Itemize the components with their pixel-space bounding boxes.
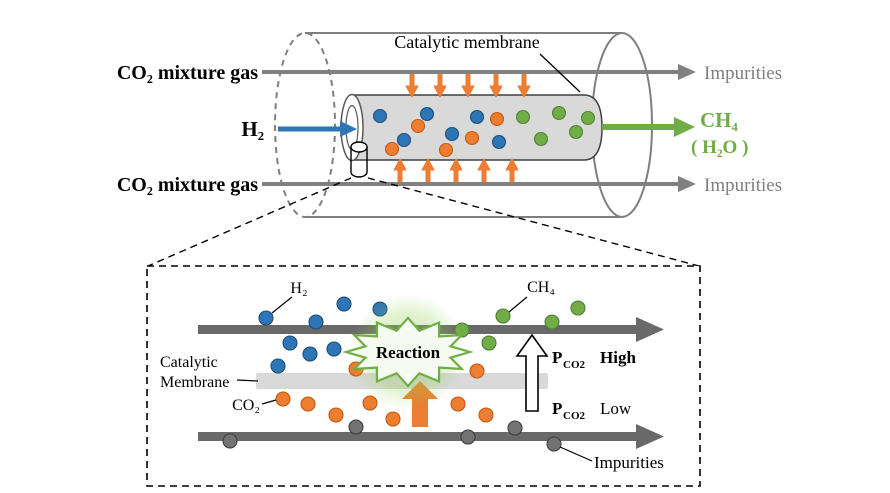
reaction-starburst-icon (342, 316, 474, 388)
permeation-arrows-top (405, 74, 531, 99)
orange-down-arrow-icon (461, 74, 475, 99)
product-arrow (602, 117, 695, 137)
inset-ch4-label: CH₄ (527, 279, 555, 296)
pressure-low-label: Low (600, 399, 632, 418)
ch4-molecule-dot (544, 314, 560, 330)
product-label: CH₄ (700, 108, 739, 132)
permeation-arrows-bottom (393, 157, 519, 182)
membrane-bar-pointer-line (236, 379, 259, 382)
co2-molecule-dot (275, 391, 291, 407)
co2-molecule-dot (362, 395, 378, 411)
orange-up-arrow-icon (477, 157, 491, 182)
h2-molecule-dot (326, 341, 342, 357)
bottom-outlet-label: Impurities (704, 175, 782, 196)
h2-molecule-dot (444, 126, 460, 142)
orange-down-arrow-icon (489, 74, 503, 99)
h2-molecule-dot (270, 358, 286, 374)
top-inlet-label: CO₂ mixture gas (117, 62, 258, 84)
orange-up-arrow-icon (393, 157, 407, 182)
inset-membrane-label-line2: Membrane (160, 374, 229, 391)
h2-feed-arrowhead-icon (340, 121, 357, 137)
orange-down-arrow-icon (405, 74, 419, 99)
orange-up-arrow-icon (421, 157, 435, 182)
h2-molecule-dot (491, 134, 507, 150)
co2-molecule-dot (450, 396, 466, 412)
co2-molecule-dot (410, 118, 426, 134)
ch4-molecule-dot (495, 308, 511, 324)
ch4-molecule-dot (481, 335, 497, 351)
co2-molecule-dot (300, 396, 316, 412)
ch4-molecule-dot (580, 110, 596, 126)
co2-molecule-dot (328, 407, 344, 423)
h2-molecule-dot (336, 296, 352, 312)
h2-molecule-dot (302, 346, 318, 362)
orange-down-arrow-icon (517, 74, 531, 99)
h2-molecule-dot (372, 108, 388, 124)
co2-molecule-dot (489, 111, 505, 127)
co2-molecule-dot (469, 363, 485, 379)
bottom-impurities-flow-arrow (262, 176, 696, 192)
ch4-molecule-dot (533, 131, 549, 147)
ch4-molecule-dot (570, 300, 586, 316)
co2-molecule-dot (438, 142, 454, 158)
impurity-molecule-dot (507, 420, 523, 436)
bottom-inlet-label: CO₂ mixture gas (117, 174, 258, 196)
h2-molecule-dot (396, 132, 412, 148)
co2-molecule-dot (464, 130, 480, 146)
co2-molecule-dot (384, 141, 400, 157)
zoom-connector-right (367, 177, 700, 267)
pressure-symbol-high: P (552, 348, 562, 367)
zoom-source-marker (350, 141, 368, 178)
inset-h2-label: H₂ (290, 280, 307, 297)
bottom-flow-arrowhead-icon (678, 176, 696, 192)
pressure-subscript-high: CO2 (563, 359, 586, 371)
h2-molecule-dot (258, 310, 274, 326)
orange-down-arrow-icon (433, 74, 447, 99)
orange-up-arrow-icon (505, 157, 519, 182)
top-outlet-label: Impurities (704, 63, 782, 84)
ch4-pointer-line (508, 296, 528, 313)
ch4-molecule-dot (515, 109, 531, 125)
reaction-label: Reaction (376, 343, 441, 362)
membrane-label: Catalytic membrane (394, 32, 539, 52)
shell-left-ellipse (274, 32, 336, 218)
top-flow-arrowhead-icon (678, 64, 696, 80)
top-impurities-flow-arrow (262, 64, 696, 80)
zoom-connector-left (147, 177, 352, 267)
pressure-subscript-low: CO2 (563, 410, 586, 422)
orange-up-arrow-icon (449, 157, 463, 182)
impurities-pointer-line (559, 446, 593, 462)
ch4-molecule-dot (551, 105, 567, 121)
product-arrowhead-icon (674, 117, 695, 137)
pressure-high-label: High (600, 348, 636, 367)
membrane-pointer-line (539, 53, 581, 93)
h2-molecule-dot (419, 106, 435, 122)
impurity-molecule-dot (460, 429, 476, 445)
h2-molecule-dot (308, 314, 324, 330)
co2-molecule-dot (478, 407, 494, 423)
pressure-gradient-arrow-icon (515, 333, 549, 412)
co2-molecule-dot (385, 411, 401, 427)
ch4-molecule-dot (568, 124, 584, 140)
co2-pointer-line (261, 399, 277, 405)
h2-molecule-dot (282, 335, 298, 351)
inset-co2-label: CO₂ (232, 397, 260, 414)
tube-molecules (372, 105, 596, 158)
inset-impurities-label: Impurities (594, 453, 664, 472)
h2-feed-arrow (278, 121, 357, 137)
h2-pointer-line (271, 296, 293, 314)
h2-feed-label: H₂ (241, 117, 264, 141)
impurity-molecule-dot (222, 433, 238, 449)
inset-membrane-label-line1: Catalytic (160, 354, 218, 371)
h2-molecule-dot (469, 109, 485, 125)
impurity-molecule-dot (546, 436, 562, 452)
byproduct-label: ( H₂O ) (691, 137, 748, 158)
pressure-symbol-low: P (552, 399, 562, 418)
inset-bottom-flow-arrow (198, 424, 664, 449)
impurity-molecule-dot (348, 419, 364, 435)
